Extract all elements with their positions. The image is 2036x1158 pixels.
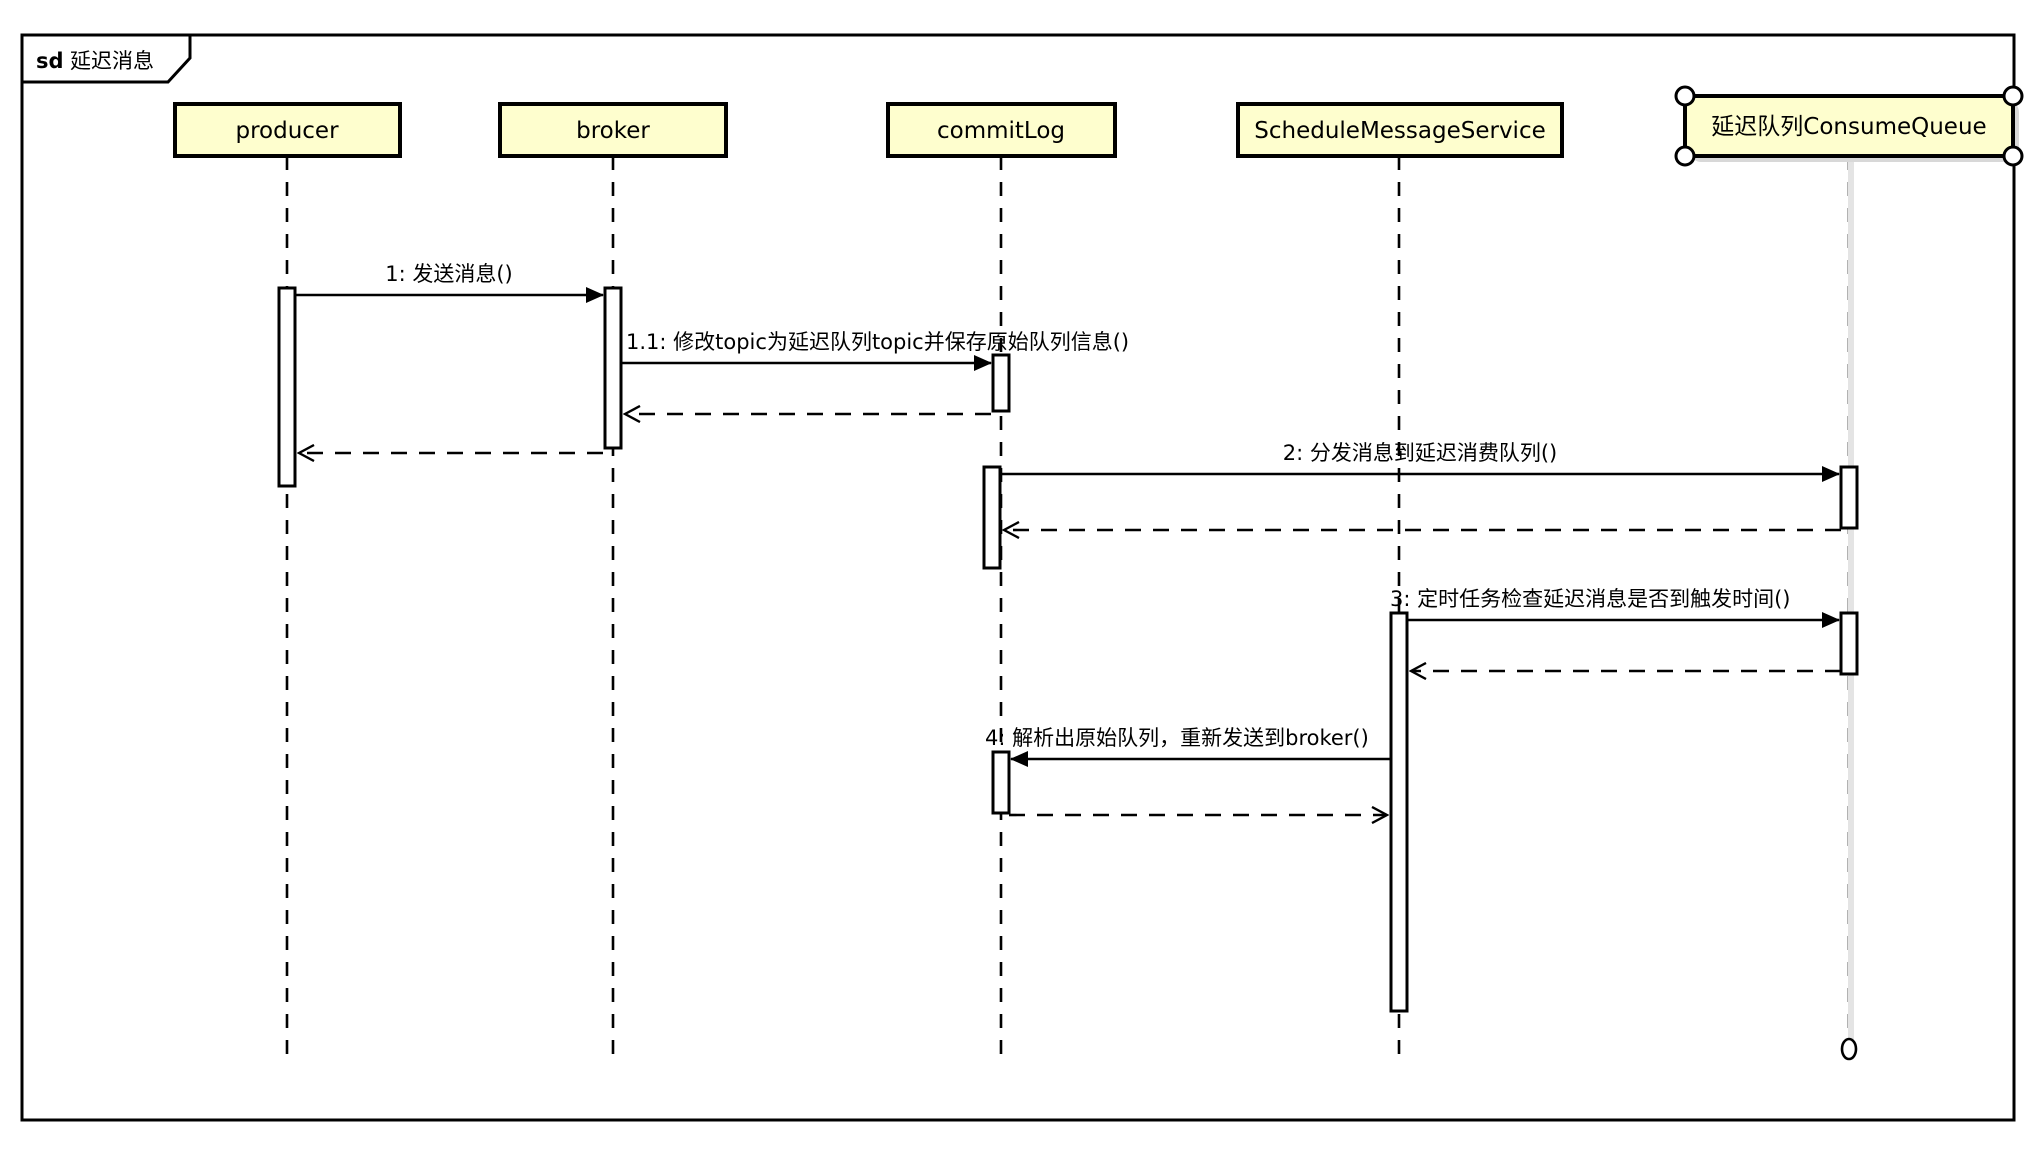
- participant-label-delayconsumequeue: 延迟队列ConsumeQueue: [1711, 114, 1986, 140]
- participant-label-commitlog: commitLog: [937, 118, 1065, 144]
- activation-delayconsumequeue-1: [1839, 465, 1859, 530]
- frame-keyword: sd: [36, 49, 64, 73]
- activation-broker: [603, 286, 623, 450]
- message-4[interactable]: 4: 解析出原始队列，重新发送到broker(): [985, 726, 1391, 767]
- message-4-label: 4: 解析出原始队列，重新发送到broker(): [985, 726, 1369, 750]
- participant-label-producer: producer: [235, 118, 339, 144]
- frame-title: 延迟消息: [70, 49, 154, 73]
- create-marker-top-left-icon: [1674, 85, 1696, 107]
- create-marker-bottom-right-icon: [2002, 145, 2024, 167]
- activation-delayconsumequeue-2: [1839, 611, 1859, 676]
- participant-producer[interactable]: producer: [173, 102, 402, 158]
- message-1[interactable]: 1: 发送消息(): [295, 262, 604, 303]
- activation-schedulemessageservice-dispatch: [982, 465, 1002, 570]
- create-marker-top-right-icon: [2002, 85, 2024, 107]
- participant-broker[interactable]: broker: [498, 102, 728, 158]
- lifeline-end-circle-icon: [1840, 1037, 1858, 1061]
- destroy-marker-delayconsumequeue: [1840, 1037, 1858, 1061]
- frame-label-tab: [20, 33, 192, 84]
- message-2-label: 2: 分发消息到延迟消费队列(): [1283, 441, 1558, 465]
- message-1-1-label: 1.1: 修改topic为延迟队列topic并保存原始队列信息(): [626, 330, 1129, 354]
- message-1-1[interactable]: 1.1: 修改topic为延迟队列topic并保存原始队列信息(): [621, 330, 1129, 371]
- message-2[interactable]: 2: 分发消息到延迟消费队列(): [1000, 441, 1840, 482]
- message-3-label: 3: 定时任务检查延迟消息是否到触发时间(): [1390, 587, 1791, 611]
- create-marker-bottom-left-icon: [1674, 145, 1696, 167]
- activations: [277, 286, 1859, 1013]
- activation-schedulemessageservice-timer: [1389, 611, 1409, 1013]
- participant-schedulemessageservice[interactable]: ScheduleMessageService: [1236, 102, 1564, 158]
- diagram-frame: sd 延迟消息: [20, 33, 2016, 1122]
- activation-producer: [277, 286, 297, 488]
- activation-commitlog-2: [991, 750, 1011, 815]
- message-3[interactable]: 3: 定时任务检查延迟消息是否到触发时间(): [1390, 587, 1840, 628]
- participant-delayconsumequeue[interactable]: 延迟队列ConsumeQueue: [1674, 85, 2024, 167]
- participant-label-schedulemessageservice: ScheduleMessageService: [1254, 118, 1546, 144]
- activation-commitlog-1: [991, 353, 1011, 413]
- message-1-label: 1: 发送消息(): [385, 262, 513, 286]
- participant-label-broker: broker: [576, 118, 650, 144]
- participant-commitlog[interactable]: commitLog: [886, 102, 1117, 158]
